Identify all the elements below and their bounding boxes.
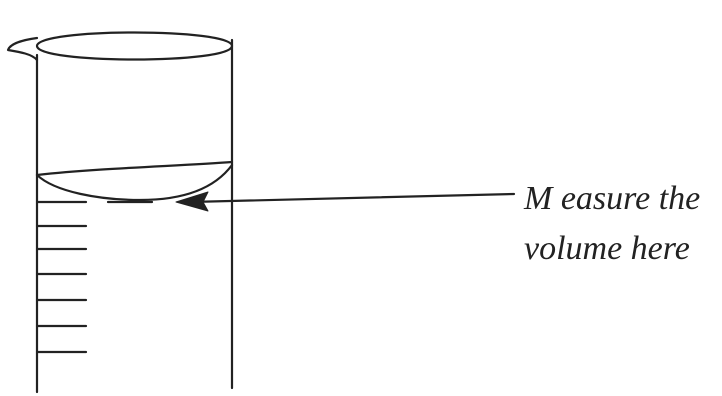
cylinder-rim <box>35 31 234 61</box>
pointer-arrow-head <box>175 191 209 212</box>
meniscus-top <box>35 160 234 177</box>
pointer-arrow-line <box>188 192 516 204</box>
annotation-line-2: volume here <box>524 230 690 267</box>
cylinder-spout <box>6 36 39 62</box>
meniscus-curve <box>35 163 234 202</box>
annotation-line-1: M easure the <box>524 180 701 217</box>
